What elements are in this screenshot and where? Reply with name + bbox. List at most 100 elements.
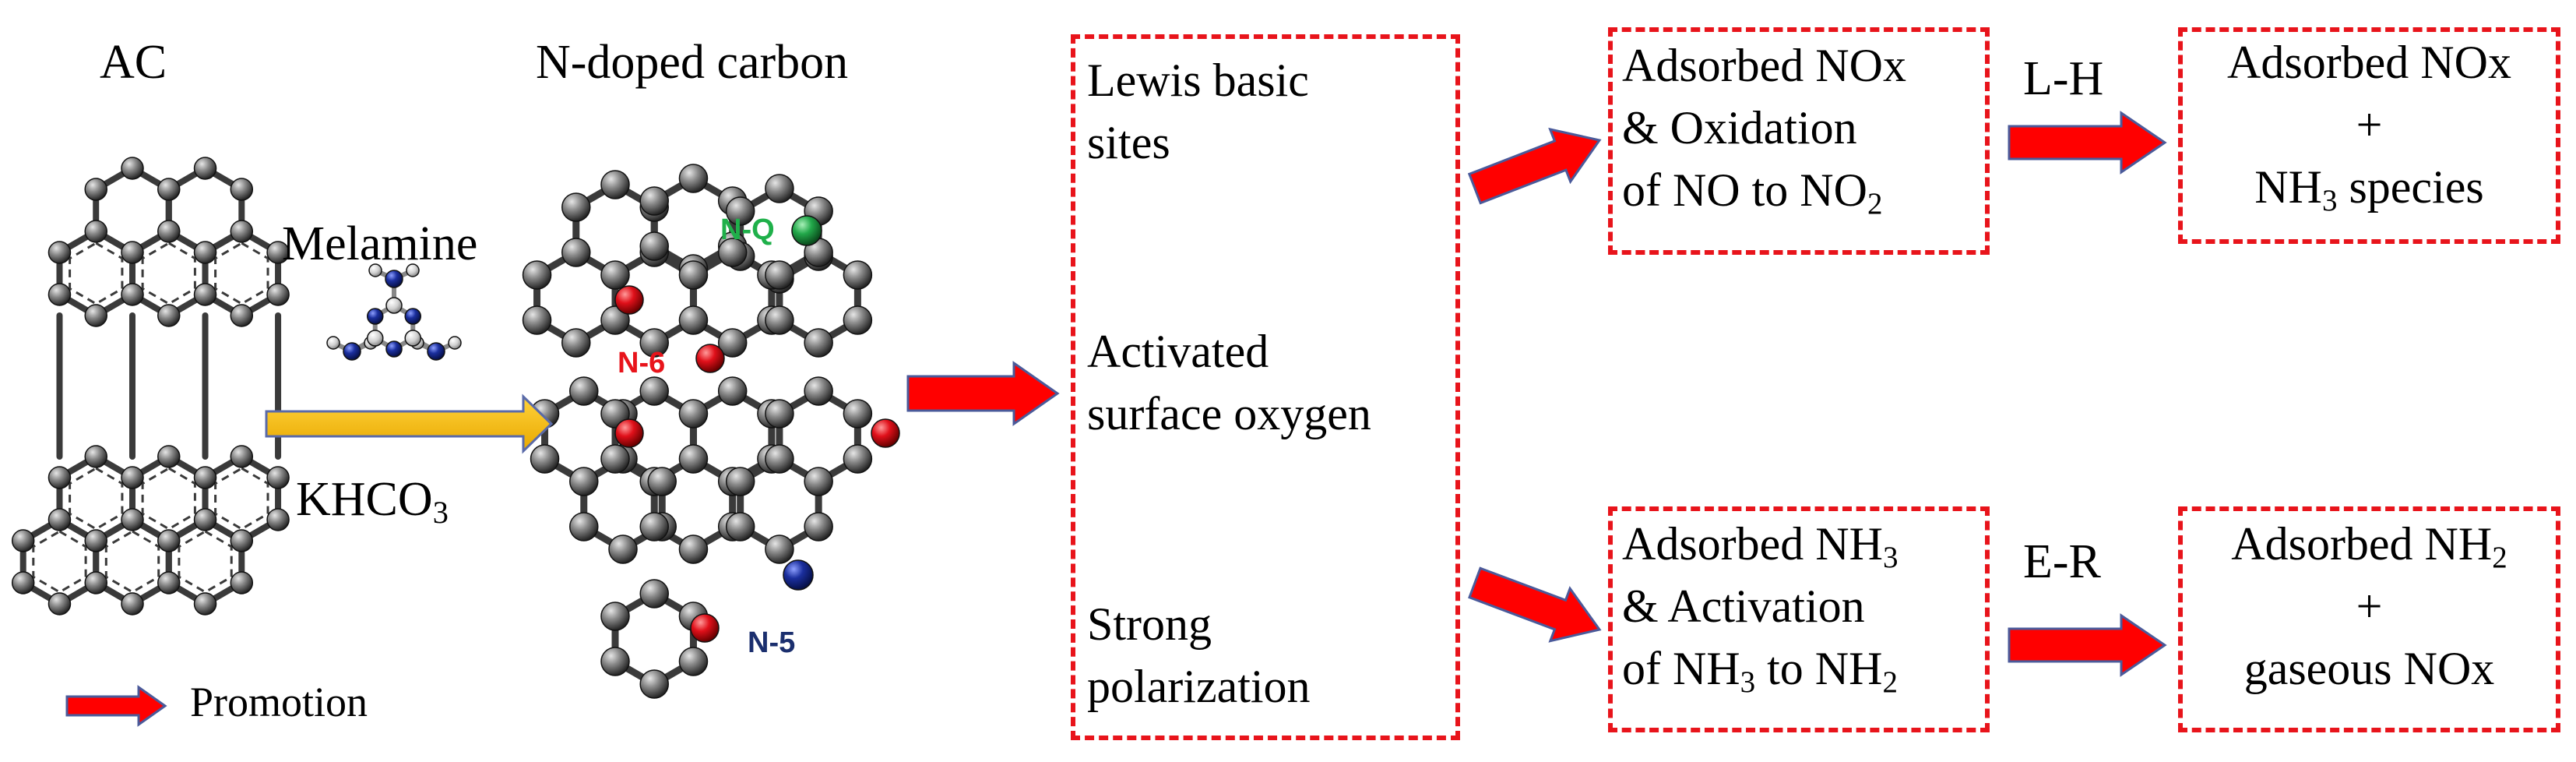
promotion-arrow-to-nox-box: [1467, 127, 1602, 205]
ac-carbon-atom: [84, 571, 107, 594]
promotion-arrow-to-nh3-box: [1468, 566, 1602, 643]
ac-carbon-atom: [193, 466, 217, 489]
ac-carbon-atom: [84, 529, 107, 552]
n-doped-carbon-atom: [530, 444, 560, 474]
n-doped-carbon-atom: [600, 170, 630, 199]
n-doped-carbon-atom: [765, 174, 794, 203]
n-doped-carbon-atom: [725, 467, 755, 496]
melamine-nitrogen-atom: [385, 340, 403, 358]
ac-carbon-atom: [157, 220, 181, 243]
melamine-nitrogen-atom: [367, 308, 384, 325]
quaternary-nitrogen-atom: [791, 215, 822, 246]
l-h-arrow: [2008, 111, 2167, 175]
ac-carbon-atom: [84, 445, 107, 468]
ac-carbon-atom: [48, 508, 72, 531]
n-doped-carbon-atom: [600, 260, 630, 290]
melamine-carbon-atom: [385, 297, 403, 314]
n-doped-carbon-atom: [678, 399, 709, 429]
n-doped-carbon-atom: [717, 376, 748, 406]
n-doped-carbon-atom: [678, 647, 709, 676]
pyridinic-nitrogen-atom: [695, 344, 725, 373]
n-doped-carbon-atom: [843, 260, 873, 290]
n-doped-carbon-atom: [843, 399, 873, 429]
ac-carbon-atom: [193, 592, 217, 616]
n-doped-carbon-atom: [804, 376, 833, 406]
melamine-carbon-atom: [367, 330, 384, 347]
ac-carbon-atom: [193, 241, 217, 264]
ac-aromatic-ring: [32, 530, 87, 594]
melamine-nitrogen-atom: [343, 342, 361, 361]
n-doped-carbon-atom: [569, 512, 599, 542]
ac-carbon-atom: [157, 178, 181, 201]
n-doped-carbon-atom: [600, 444, 630, 474]
ac-graphene-structure: [11, 157, 290, 616]
n-5-label: N-5: [748, 626, 796, 659]
n-doped-carbon-atom: [639, 669, 669, 699]
ac-aromatic-ring: [69, 467, 124, 531]
n-doped-carbon-atom: [804, 328, 833, 358]
ac-carbon-atom: [230, 178, 254, 201]
ac-aromatic-ring: [178, 530, 233, 594]
n-doped-carbon-atom: [717, 328, 748, 358]
n-doped-carbon-atom: [569, 376, 599, 406]
ac-carbon-atom: [11, 571, 35, 594]
n-doped-carbon-atom: [804, 467, 833, 496]
ac-carbon-atom: [11, 529, 35, 552]
pyridinic-nitrogen-atom: [614, 418, 644, 448]
n-doped-carbon-atom: [678, 534, 709, 564]
adsorbed-nh2-gaseous-nox-box: [2178, 506, 2560, 732]
pyrrolic-nitrogen-atom: [783, 559, 814, 591]
ac-carbon-atom: [157, 529, 181, 552]
e-r-mechanism-label: E-R: [2023, 535, 2101, 588]
melamine-nitrogen-atom: [385, 270, 403, 288]
ac-carbon-atom: [48, 283, 72, 306]
n-doped-carbon-atom: [561, 192, 591, 222]
adsorbed-nh2-gaseous-nox-text: Adsorbed NH2 + gaseous NOx: [2231, 518, 2507, 694]
adsorbed-nox-nh3-species-box: [2178, 27, 2560, 244]
n-doped-carbon-atom: [765, 399, 794, 429]
ac-carbon-atom: [84, 304, 107, 327]
melamine-hydrogen-atom: [326, 336, 340, 350]
n-doped-carbon-atom: [678, 164, 709, 193]
n-doped-carbon-atom: [639, 231, 669, 261]
n-doped-carbon-atom: [522, 305, 552, 335]
n-doped-carbon-atom: [639, 328, 669, 358]
ac-carbon-atom: [230, 445, 254, 468]
n-doped-carbon-atom: [765, 260, 794, 290]
ac-carbon-atom: [266, 241, 290, 264]
ac-carbon-atom: [193, 157, 217, 180]
n-doped-carbon-structure: [522, 164, 900, 699]
ac-carbon-atom: [121, 592, 144, 616]
ac-carbon-atom: [266, 466, 290, 489]
adsorbed-nox-nh3-species-text: Adsorbed NOx + NH3 species: [2227, 37, 2511, 217]
adsorbed-nox-oxidation-box: [1608, 27, 1990, 255]
n-doped-carbon-atom: [608, 534, 638, 564]
nitrogen-effects-box: [1071, 34, 1460, 740]
ac-carbon-atom: [157, 445, 181, 468]
ac-carbon-atom: [230, 304, 254, 327]
ac-carbon-atom: [121, 283, 144, 306]
pyridinic-nitrogen-atom: [871, 418, 900, 448]
melamine-hydrogen-atom: [406, 263, 420, 277]
n-doped-carbon-atom: [678, 305, 709, 335]
n-doped-carbon-atom: [765, 534, 794, 564]
e-r-arrow: [2008, 613, 2167, 677]
ac-carbon-atom: [230, 529, 254, 552]
ac-carbon-atom: [266, 508, 290, 531]
n-doped-carbon-atom: [647, 467, 677, 496]
n-doped-carbon-atom: [639, 186, 669, 216]
ac-carbon-atom: [121, 508, 144, 531]
n-doped-carbon-label: N-doped carbon: [536, 36, 849, 89]
n-doped-carbon-atom: [678, 444, 709, 474]
n-doped-carbon-atom: [725, 196, 755, 226]
n-doped-carbon-atom: [600, 601, 630, 631]
melamine-hydrogen-atom: [368, 263, 382, 277]
ac-aromatic-ring: [214, 467, 269, 531]
n-doped-carbon-atom: [639, 512, 669, 542]
n-doped-carbon-atom: [678, 260, 709, 290]
n-doped-carbon-atom: [600, 305, 630, 335]
ac-carbon-atom: [48, 592, 72, 616]
